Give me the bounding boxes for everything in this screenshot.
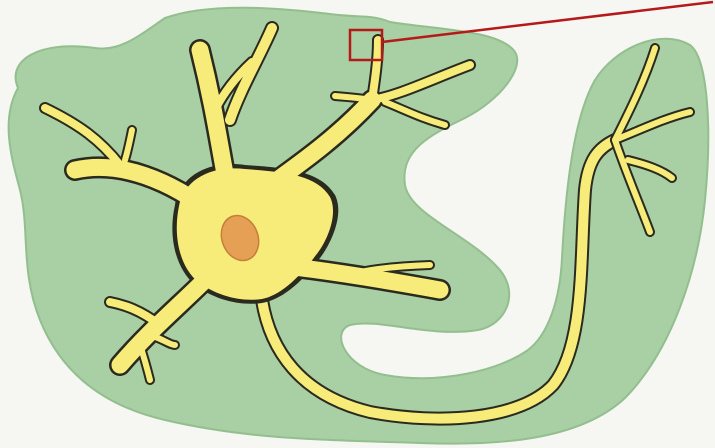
tissue-background [9, 8, 709, 444]
leader-line [382, 2, 713, 42]
